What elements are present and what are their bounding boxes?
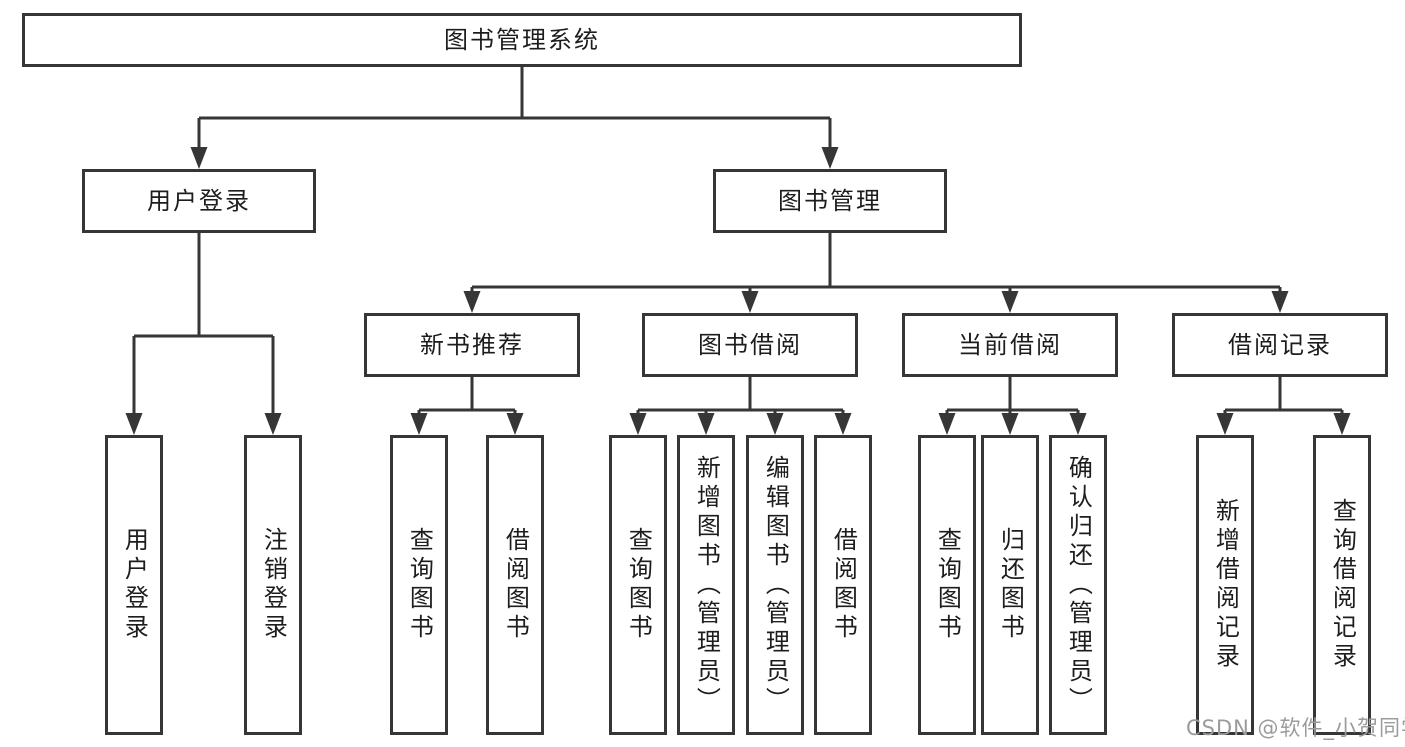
leaf-logout: 注销登录 <box>244 435 302 735</box>
leaf-query-books-recommend: 查询图书 <box>390 435 448 735</box>
leaf-query-borrow-record: 查询借阅记录 <box>1313 435 1371 735</box>
arrow-down-icon <box>821 147 839 169</box>
leaf-borrow-books: 借阅图书 <box>814 435 872 735</box>
arrow-down-icon <box>264 413 282 435</box>
arrow-down-icon <box>463 291 481 313</box>
leaf-label: 新增借阅记录 <box>1211 498 1240 672</box>
leaf-confirm-return-admin: 确认归还（管理员） <box>1049 435 1107 735</box>
leaf-query-books-borrow: 查询图书 <box>609 435 667 735</box>
leaf-query-books-current: 查询图书 <box>918 435 976 735</box>
arrow-down-icon <box>1333 413 1351 435</box>
leaf-label: 查询图书 <box>624 527 653 643</box>
leaf-return-book: 归还图书 <box>981 435 1039 735</box>
node-user-login: 用户登录 <box>82 169 316 233</box>
arrow-down-icon <box>629 413 647 435</box>
node-current-borrow-label: 当前借阅 <box>958 330 1062 359</box>
leaf-label: 归还图书 <box>996 527 1025 643</box>
arrow-down-icon <box>834 413 852 435</box>
node-book-management: 图书管理 <box>713 169 947 233</box>
arrow-down-icon <box>1001 291 1019 313</box>
leaf-label: 查询图书 <box>405 527 434 643</box>
connector-mgmt-branch <box>470 233 1282 293</box>
connector-recommend-branch <box>417 377 517 415</box>
connector-root-branch <box>197 67 832 149</box>
arrow-down-icon <box>766 413 784 435</box>
leaf-label: 用户登录 <box>120 527 149 643</box>
node-book-borrow-label: 图书借阅 <box>698 330 802 359</box>
connector-login-branch <box>132 233 275 415</box>
leaf-label: 新增图书（管理员） <box>692 454 721 716</box>
arrow-down-icon <box>190 147 208 169</box>
leaf-label: 查询借阅记录 <box>1328 498 1357 672</box>
arrow-down-icon <box>1216 413 1234 435</box>
leaf-add-book-admin: 新增图书（管理员） <box>677 435 735 735</box>
leaf-edit-book-admin: 编辑图书（管理员） <box>746 435 804 735</box>
leaf-label: 借阅图书 <box>829 527 858 643</box>
arrow-down-icon <box>1069 413 1087 435</box>
leaf-label: 注销登录 <box>259 527 288 643</box>
node-book-borrow: 图书借阅 <box>642 313 858 377</box>
leaf-label: 编辑图书（管理员） <box>761 454 790 716</box>
connector-borrow-branch <box>636 377 845 415</box>
connector-records-branch <box>1223 377 1344 415</box>
leaf-add-borrow-record: 新增借阅记录 <box>1196 435 1254 735</box>
node-current-borrow: 当前借阅 <box>902 313 1118 377</box>
arrowheads <box>125 147 1351 435</box>
leaf-label: 确认归还（管理员） <box>1064 454 1093 716</box>
arrow-down-icon <box>741 291 759 313</box>
leaf-user-login: 用户登录 <box>105 435 163 735</box>
node-root-label: 图书管理系统 <box>444 25 600 54</box>
node-borrow-records: 借阅记录 <box>1172 313 1388 377</box>
arrow-down-icon <box>1271 291 1289 313</box>
node-root: 图书管理系统 <box>22 13 1022 67</box>
node-borrow-records-label: 借阅记录 <box>1228 330 1332 359</box>
arrow-down-icon <box>697 413 715 435</box>
arrow-down-icon <box>410 413 428 435</box>
leaf-borrow-books-recommend: 借阅图书 <box>486 435 544 735</box>
leaf-label: 查询图书 <box>933 527 962 643</box>
csdn-watermark: CSDN @软件_小贺同学 <box>1186 716 1405 740</box>
arrow-down-icon <box>1001 413 1019 435</box>
node-new-book-recommend: 新书推荐 <box>364 313 580 377</box>
arrow-down-icon <box>125 413 143 435</box>
connector-current-branch <box>945 377 1080 415</box>
arrow-down-icon <box>938 413 956 435</box>
node-new-book-recommend-label: 新书推荐 <box>420 330 524 359</box>
leaf-label: 借阅图书 <box>501 527 530 643</box>
node-book-management-label: 图书管理 <box>778 186 882 215</box>
node-user-login-label: 用户登录 <box>147 186 251 215</box>
arrow-down-icon <box>506 413 524 435</box>
